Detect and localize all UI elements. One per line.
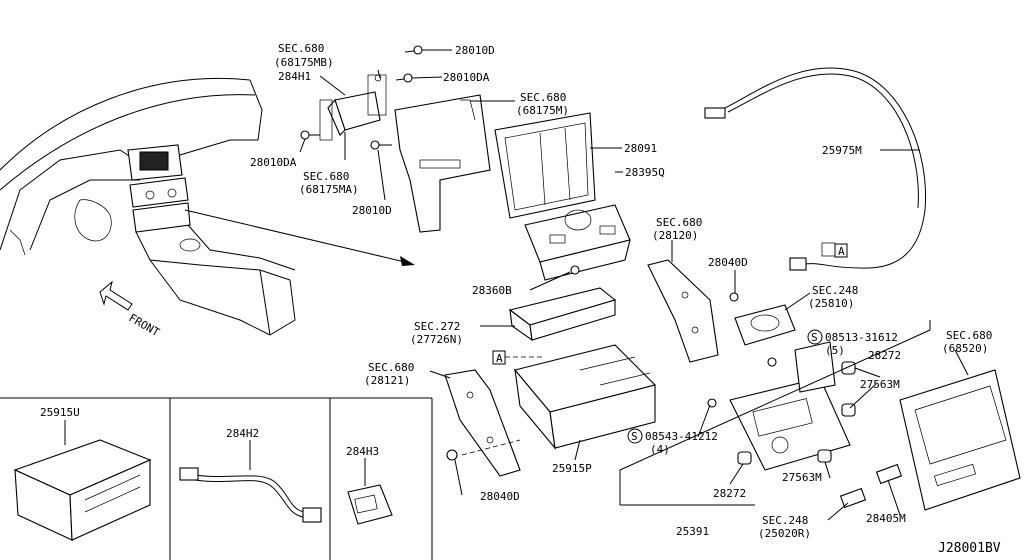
switch-28405m [875, 463, 903, 485]
leader-lines [64, 49, 969, 521]
label-25391: 25391 [676, 525, 709, 538]
label-28040d-bot: 28040D [480, 490, 520, 503]
switch-25020r [839, 487, 867, 509]
label-sec680-28120-b: (28120) [652, 229, 698, 242]
dash-guide-1 [461, 439, 521, 456]
label-28360b: 28360B [472, 284, 512, 297]
duct-27726n [508, 287, 617, 342]
label-284h1: 284H1 [278, 70, 311, 83]
front-label: FRONT [127, 311, 163, 339]
label-sec680-28121-b: (28121) [364, 374, 410, 387]
label-sec680-68175mb-b: (68175MB) [274, 56, 334, 69]
standard-part-circle-2 [627, 428, 643, 444]
label-sec680-68520-a: SEC.680 [946, 329, 992, 342]
label-08543-41212: 08543-41212 [645, 430, 718, 443]
ref-box-a-1 [834, 243, 848, 258]
climate-control-25391 [707, 341, 856, 471]
label-28010da-top: 28010DA [443, 71, 490, 84]
dashboard-illustration [0, 77, 415, 336]
switch-panel-28395q [524, 204, 631, 281]
label-ref-a-2: A [496, 352, 503, 365]
label-s-circle-1: S [811, 331, 818, 344]
label-28395q: 28395Q [625, 166, 665, 179]
label-08513-qty: (5) [825, 344, 845, 357]
label-28010d-mid: 28010D [352, 204, 392, 217]
finisher-68520 [899, 369, 1021, 511]
label-28272-bot: 28272 [713, 487, 746, 500]
unit-25915u [13, 439, 152, 541]
label-28405m: 28405M [866, 512, 906, 525]
label-sec272-a: SEC.272 [414, 320, 460, 333]
label-sec680-68175m-a: SEC.680 [520, 91, 566, 104]
label-27563m-bot: 27563M [782, 471, 822, 484]
label-sec680-28120-a: SEC.680 [656, 216, 702, 229]
label-sec248-25020r-a: SEC.248 [762, 514, 808, 527]
label-sec680-68520-b: (68520) [942, 342, 988, 355]
display-unit-28091 [494, 112, 596, 219]
antenna-cable-25975m [704, 67, 927, 271]
label-sec248-25020r-b: (25020R) [758, 527, 811, 540]
ref-box-a-2 [492, 350, 506, 365]
audio-unit-25915p [514, 344, 657, 450]
bottom-panels [0, 397, 433, 560]
display-bracket [394, 94, 491, 233]
control-module-284h1 [319, 74, 387, 141]
bracket-28120 [647, 259, 719, 363]
label-08513-31612: 08513-31612 [825, 331, 898, 344]
diagram-id: J28001BV [938, 541, 1001, 556]
bracket-28121 [444, 369, 521, 477]
group-line-25391 [619, 320, 931, 505]
label-sec680-68175mb-a: SEC.680 [278, 42, 324, 55]
label-28040d-top: 28040D [708, 256, 748, 269]
label-08543-qty: (4) [650, 443, 670, 456]
label-sec680-68175ma-b: (68175MA) [299, 183, 359, 196]
standard-part-circle-1 [807, 329, 823, 345]
label-28272-top: 28272 [868, 349, 901, 362]
label-ref-a-1: A [838, 245, 845, 258]
label-284h2: 284H2 [226, 427, 259, 440]
label-sec680-68175m-b: (68175M) [516, 104, 569, 117]
connector-284h3 [347, 484, 393, 525]
label-25915u: 25915U [40, 406, 80, 419]
label-28010da-left: 28010DA [250, 156, 297, 169]
label-284h3: 284H3 [346, 445, 379, 458]
label-sec272-b: (27726N) [410, 333, 463, 346]
screw-28040d-top [729, 292, 739, 302]
speaker-25810 [734, 304, 796, 346]
label-28010d-top: 28010D [455, 44, 495, 57]
label-sec248-25810-a: SEC.248 [812, 284, 858, 297]
label-25975m: 25975M [822, 144, 862, 157]
label-sec680-68175ma-a: SEC.680 [303, 170, 349, 183]
label-25915p: 25915P [552, 462, 592, 475]
label-sec248-25810-b: (25810) [808, 297, 854, 310]
label-s-circle-2: S [631, 430, 638, 443]
cable-284h2 [179, 467, 322, 523]
label-sec680-28121-a: SEC.680 [368, 361, 414, 374]
label-28091: 28091 [624, 142, 657, 155]
label-27563m-top: 27563M [860, 378, 900, 391]
